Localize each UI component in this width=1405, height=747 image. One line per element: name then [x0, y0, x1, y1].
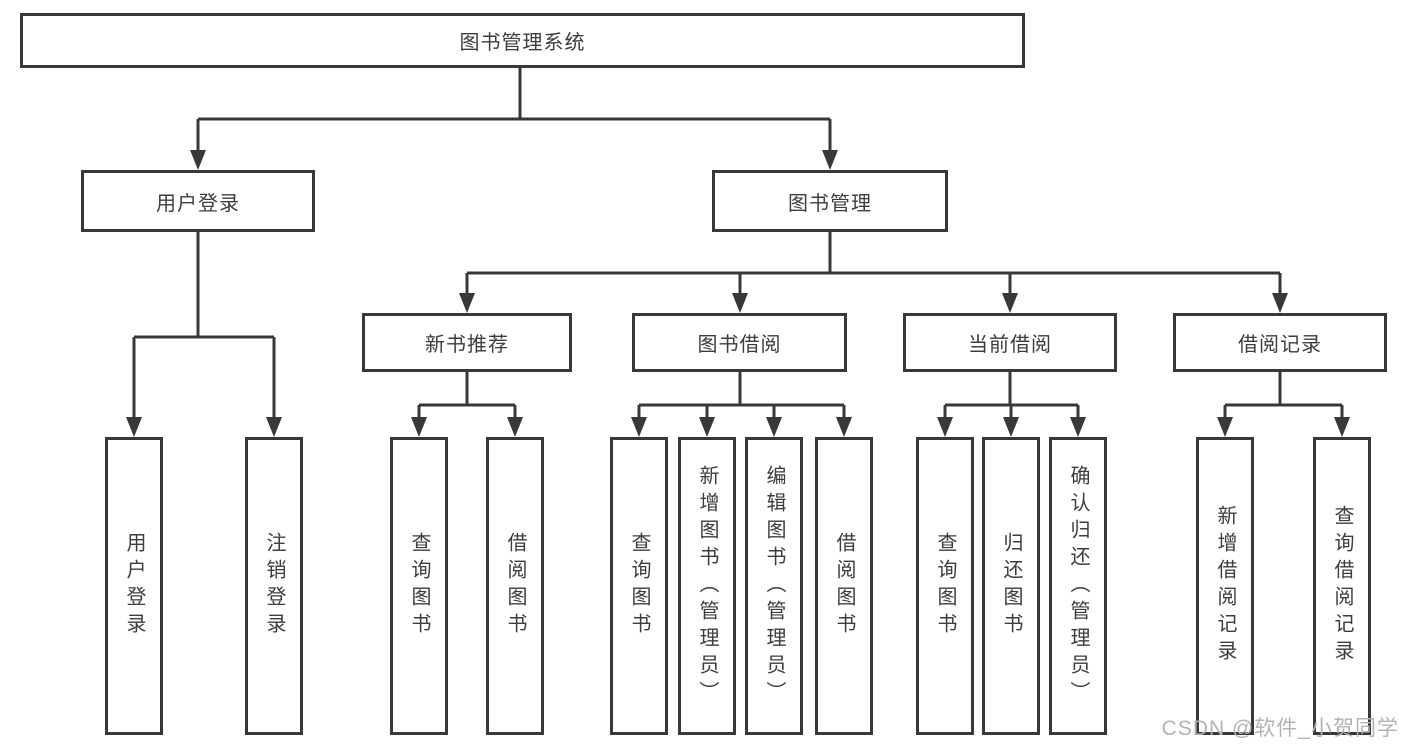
node-user-login: 用户登录: [81, 170, 315, 232]
node-label: 借阅记录: [1238, 334, 1322, 356]
node-label: 注销登录: [263, 532, 285, 640]
connector-borrowing: [637, 372, 846, 421]
node-current-borrowing: 当前借阅: [903, 313, 1117, 372]
node-label: 借阅图书: [833, 532, 855, 640]
node-label: 借阅图书: [504, 532, 526, 640]
connector-new-books: [417, 372, 517, 421]
node-label: 新书推荐: [425, 334, 509, 356]
node-label: 图书借阅: [697, 334, 782, 356]
node-label: 用户登录: [123, 532, 145, 640]
node-new-book-recommend: 新书推荐: [362, 313, 572, 372]
node-label: 图书管理系统: [459, 32, 586, 54]
node-label: 新增借阅记录: [1214, 505, 1236, 667]
leaf-add-borrow-record: 新增借阅记录: [1196, 437, 1254, 735]
arrowheads-user-login: [126, 417, 282, 437]
node-label: 归还图书: [1000, 532, 1022, 640]
leaf-logout: 注销登录: [245, 437, 303, 735]
leaf-add-books-admin: 新增图书（管理员）: [678, 437, 736, 735]
node-borrow-records: 借阅记录: [1173, 313, 1387, 372]
node-label: 确认归还（管理员）: [1067, 464, 1089, 708]
arrowheads-leaves: [411, 417, 1350, 437]
leaf-user-login: 用户登录: [105, 437, 163, 735]
leaf-confirm-return-admin: 确认归还（管理员）: [1049, 437, 1107, 735]
connector-user-login: [132, 232, 276, 421]
node-label: 新增图书（管理员）: [696, 464, 718, 708]
leaf-edit-books-admin: 编辑图书（管理员）: [745, 437, 803, 735]
connector-current-borrow: [943, 372, 1080, 421]
connector-root: [196, 68, 832, 154]
arrowheads-level2: [190, 150, 838, 170]
connector-borrow-records: [1223, 372, 1344, 421]
leaf-query-borrow-record: 查询借阅记录: [1313, 437, 1371, 735]
leaf-borrow-books-1: 借阅图书: [486, 437, 544, 735]
leaf-borrow-books-2: 借阅图书: [815, 437, 873, 735]
arrowheads-level3: [459, 293, 1288, 313]
node-label: 查询借阅记录: [1331, 505, 1353, 667]
node-label: 当前借阅: [968, 334, 1052, 356]
connector-book-mgmt: [465, 232, 1282, 297]
node-book-management: 图书管理: [712, 170, 948, 232]
node-label: 查询图书: [934, 532, 956, 640]
leaf-query-books-1: 查询图书: [390, 437, 448, 735]
node-label: 编辑图书（管理员）: [763, 464, 785, 708]
leaf-query-books-3: 查询图书: [916, 437, 974, 735]
node-label: 查询图书: [628, 532, 650, 640]
node-book-borrowing: 图书借阅: [632, 313, 847, 372]
node-root-system: 图书管理系统: [20, 13, 1025, 68]
node-label: 图书管理: [788, 192, 872, 215]
node-label: 查询图书: [408, 532, 430, 640]
leaf-return-books: 归还图书: [982, 437, 1040, 735]
leaf-query-books-2: 查询图书: [610, 437, 668, 735]
node-label: 用户登录: [156, 192, 240, 215]
csdn-watermark: CSDN @软件_小贺同学: [1161, 717, 1399, 740]
